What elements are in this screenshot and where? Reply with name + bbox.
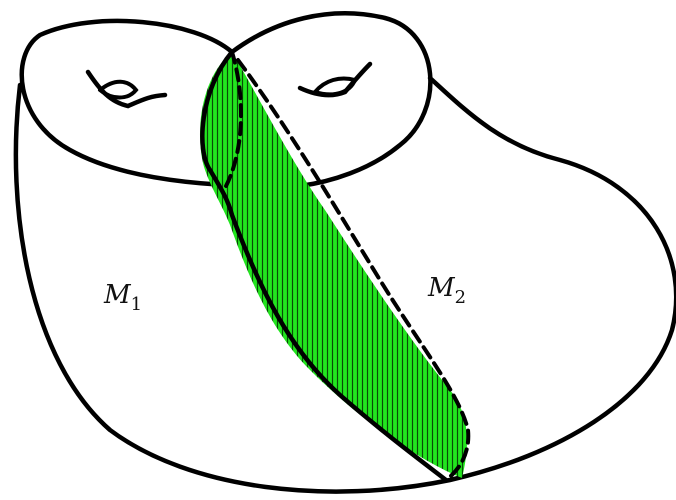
separating-region xyxy=(199,52,467,478)
label-m2-sub: 2 xyxy=(455,287,466,308)
genus-handle-icon xyxy=(85,69,168,109)
genus-handle-icon xyxy=(297,61,373,98)
right-lobe-outline xyxy=(229,11,433,189)
label-m1: M1 xyxy=(103,280,142,315)
label-m1-base: M xyxy=(103,280,132,310)
region-front-edge xyxy=(200,49,449,483)
label-m2: M2 xyxy=(427,273,466,308)
label-m2-base: M xyxy=(427,273,456,303)
left-lobe-outline xyxy=(19,18,303,189)
region-diagonal-edge xyxy=(236,58,471,482)
outer-boundary xyxy=(13,75,676,494)
label-m1-sub: 1 xyxy=(131,294,142,315)
region-back-edge xyxy=(223,50,243,190)
